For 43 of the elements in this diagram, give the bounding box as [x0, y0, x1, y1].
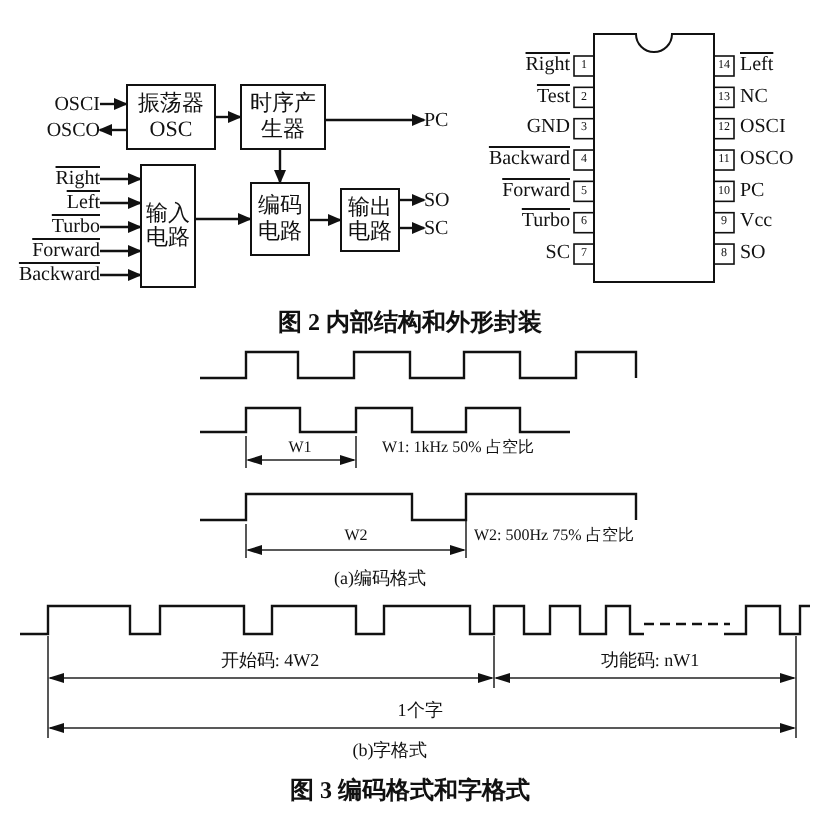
pin-label: GND [524, 116, 570, 141]
pin-label: Left [740, 54, 776, 78]
arrow [400, 194, 426, 206]
pin-label: Test [534, 85, 570, 110]
signal-label: Backward [4, 264, 100, 286]
signal-label: PC [424, 108, 460, 132]
signal-label: Forward [4, 240, 100, 262]
pin-label: NC [740, 85, 770, 110]
block-box: 编码电路 [250, 182, 310, 256]
block-box: 振荡器 OSC [126, 84, 216, 150]
signal-label: SC [424, 216, 460, 240]
pin-label: PC [740, 179, 767, 204]
arrow [100, 98, 128, 110]
arrow [216, 111, 242, 123]
arrow [100, 197, 142, 209]
arrow [274, 150, 286, 184]
arrow [100, 173, 142, 185]
arrow [310, 214, 342, 226]
signal-label: Left [4, 192, 100, 214]
arrow [100, 245, 142, 257]
pin-label: OSCI [740, 116, 788, 141]
signal-label: Turbo [4, 216, 100, 238]
signal-label: OSCO [28, 118, 100, 142]
pin-label: SC [543, 242, 570, 267]
arrow [400, 222, 426, 234]
pin-label: OSCO [740, 148, 796, 172]
pin-label: Vcc [740, 210, 775, 235]
arrow [100, 269, 142, 281]
arrow [100, 221, 142, 233]
signal-label: OSCI [28, 92, 100, 116]
signal-label: Right [4, 168, 100, 190]
arrow [326, 114, 426, 126]
pin-label: Turbo [519, 210, 570, 235]
pin-label: Forward [500, 179, 570, 204]
block-box: 输出电路 [340, 188, 400, 252]
block-box: 时序产生器 [240, 84, 326, 150]
arrow [98, 124, 126, 136]
pin-label: SO [740, 242, 768, 267]
pin-label: Right [523, 54, 570, 78]
signal-label: SO [424, 188, 460, 212]
block-box: 输入电路 [140, 164, 196, 288]
arrow [196, 213, 252, 225]
pin-label: Backward [486, 148, 570, 172]
